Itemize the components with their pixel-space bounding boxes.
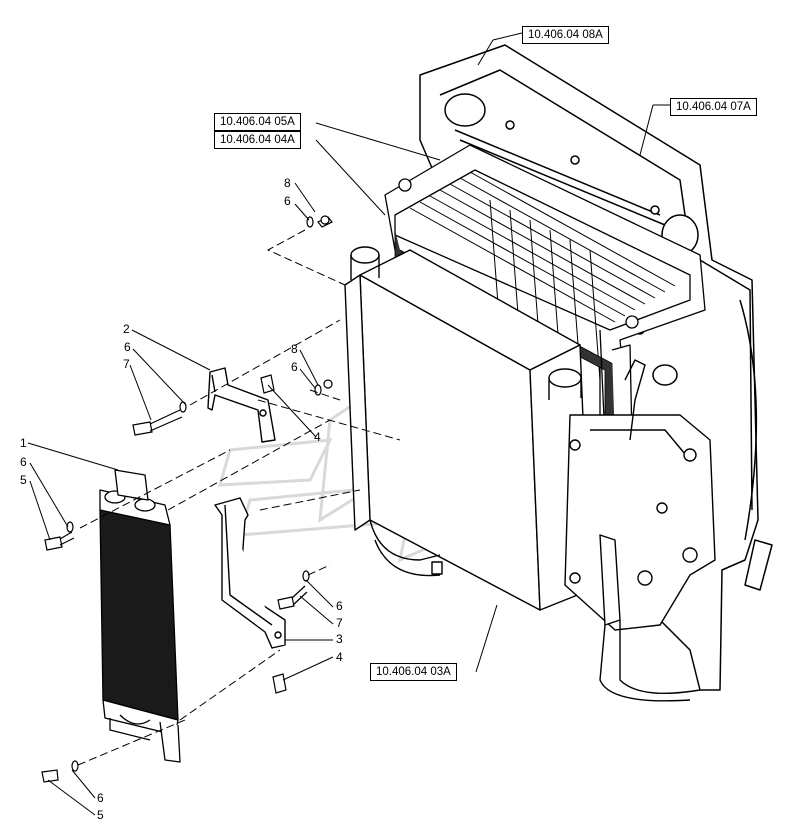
- assembly-lines: [77, 229, 401, 766]
- reference-07A[interactable]: 10.406.04 07A: [670, 98, 757, 116]
- mounting-bracket-right: [564, 359, 716, 702]
- callout-7: 7: [123, 357, 130, 371]
- callout-6: 6: [336, 599, 343, 613]
- callout-7: 7: [336, 616, 343, 630]
- reference-03A[interactable]: 10.406.04 03A: [370, 663, 457, 681]
- reference-05A[interactable]: 10.406.04 05A: [214, 113, 301, 131]
- leader-lines: [27, 32, 670, 816]
- callout-6: 6: [284, 194, 291, 208]
- callout-4: 4: [314, 430, 321, 444]
- bracket-3: [214, 497, 286, 649]
- callout-1: 1: [20, 436, 27, 450]
- callout-6: 6: [291, 360, 298, 374]
- hardware-parts: [41, 215, 333, 783]
- callout-8: 8: [284, 176, 291, 190]
- bracket-2: [207, 367, 276, 443]
- callout-4: 4: [336, 650, 343, 664]
- callout-6: 6: [97, 791, 104, 805]
- intercooler: [344, 246, 591, 611]
- reference-04A[interactable]: 10.406.04 04A: [214, 131, 301, 149]
- callout-numbers: 8 6 2 6 7 8 6 4 1 6 5 6 7 3 4 6 5: [20, 176, 343, 822]
- callout-3: 3: [336, 632, 343, 646]
- callout-6: 6: [124, 340, 131, 354]
- callout-6: 6: [20, 455, 27, 469]
- callout-8: 8: [291, 342, 298, 356]
- callout-2: 2: [123, 322, 130, 336]
- reference-08A[interactable]: 10.406.04 08A: [522, 26, 609, 44]
- callout-5: 5: [20, 473, 27, 487]
- oil-cooler: [99, 469, 181, 763]
- callout-5: 5: [97, 808, 104, 822]
